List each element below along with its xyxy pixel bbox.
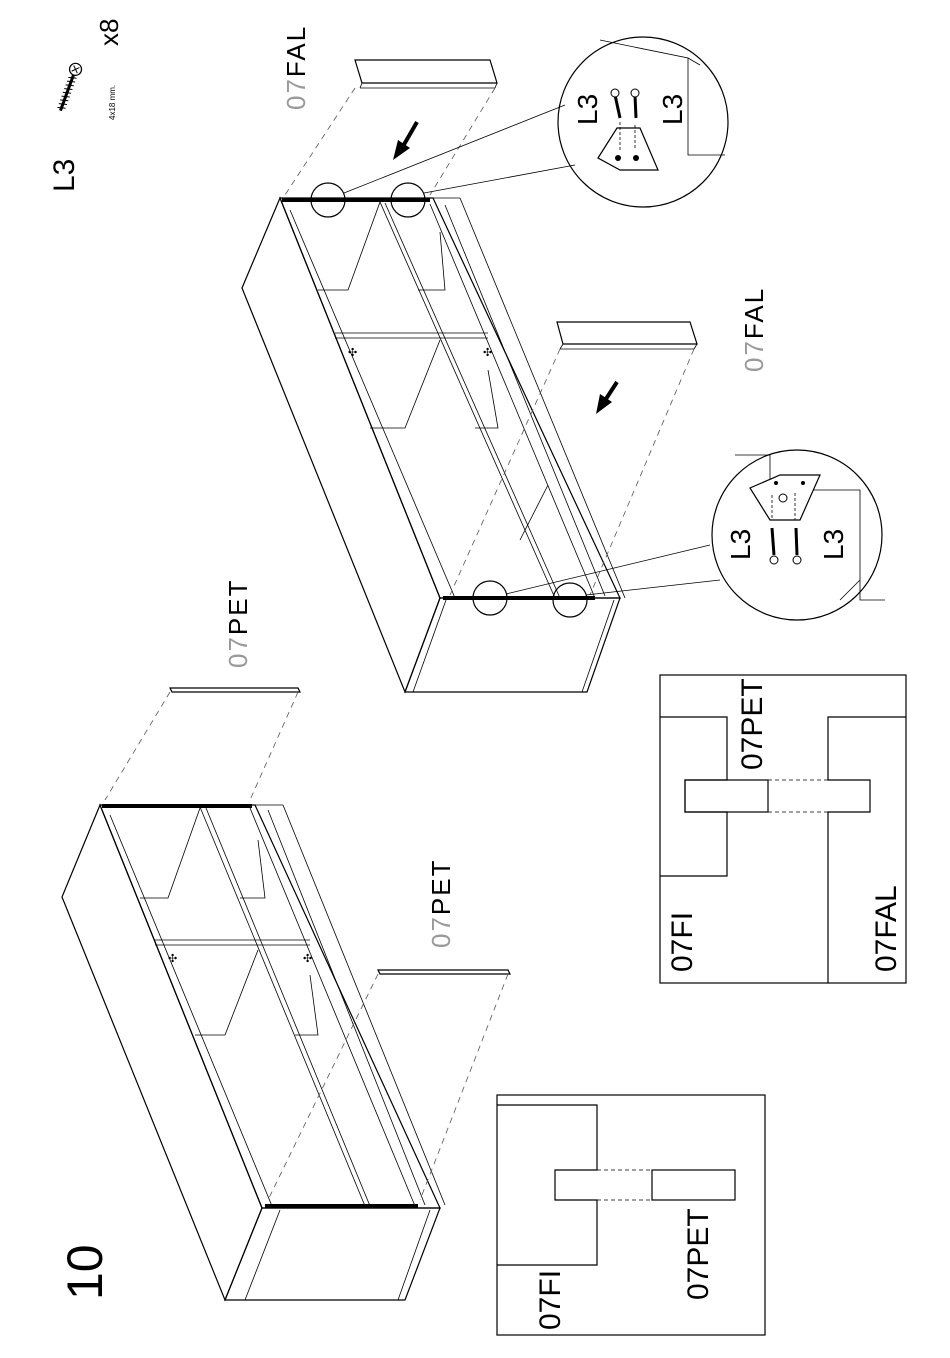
hardware-code-label: L3	[48, 159, 81, 192]
svg-text:07PET: 07PET	[682, 1208, 715, 1300]
arrow-icon	[393, 122, 417, 160]
base-strip-top-label: 07PET	[223, 579, 253, 669]
lower-cabinet: ✣ ✣	[62, 805, 445, 1300]
svg-text:07FAL: 07FAL	[281, 25, 311, 110]
svg-text:L3: L3	[657, 94, 688, 125]
inset-right-side-label: 07FI	[666, 912, 699, 972]
detail-top-label-left: L3	[572, 94, 603, 125]
base-strip-top	[105, 688, 300, 800]
inset-right-part-label: 07PET	[736, 678, 769, 770]
svg-text:07PET: 07PET	[736, 678, 769, 770]
arrow-icon	[596, 382, 617, 414]
screw-quantity-label: x8	[94, 19, 124, 46]
step-number: 10	[57, 1244, 113, 1300]
svg-text:L3: L3	[572, 94, 603, 125]
screw-icon	[55, 62, 83, 113]
svg-text:✣: ✣	[303, 953, 312, 965]
svg-text:07FAL: 07FAL	[739, 287, 769, 372]
svg-text:07PET: 07PET	[426, 859, 456, 949]
base-strip-bottom-label: 07PET	[426, 859, 456, 949]
svg-text:✣: ✣	[168, 953, 177, 965]
detail-right-label-right: L3	[818, 529, 849, 560]
back-panel-top-label: 07FAL	[281, 25, 311, 110]
svg-text:✣: ✣	[348, 347, 357, 359]
screw-icon	[611, 89, 639, 118]
svg-text:07PET: 07PET	[223, 579, 253, 669]
svg-text:L3: L3	[725, 529, 756, 560]
back-panel-right	[450, 322, 697, 595]
upper-cabinet: ✣ ✣	[242, 183, 625, 692]
inset-left-part-label: 07PET	[682, 1208, 715, 1300]
svg-text:L3: L3	[48, 159, 81, 192]
detail-right-label-left: L3	[725, 529, 756, 560]
inset-left-side-label: 07FI	[534, 1270, 567, 1330]
svg-text:07FI: 07FI	[534, 1270, 567, 1330]
svg-text:4x18 mm.: 4x18 mm.	[108, 85, 117, 120]
svg-text:07FI: 07FI	[666, 912, 699, 972]
base-strip-bottom	[268, 970, 510, 1200]
detail-top-label-right: L3	[657, 94, 688, 125]
inset-right-back-label: 07FAL	[870, 885, 903, 972]
back-panel-right-label: 07FAL	[739, 287, 769, 372]
screw-size-label: 4x18 mm.	[108, 85, 117, 120]
svg-text:10: 10	[57, 1244, 113, 1300]
svg-text:07FAL: 07FAL	[870, 885, 903, 972]
back-panel-top	[285, 60, 497, 195]
svg-text:L3: L3	[818, 529, 849, 560]
svg-text:✣: ✣	[483, 347, 492, 359]
svg-text:x8: x8	[94, 19, 124, 46]
screw-icon	[770, 528, 801, 564]
